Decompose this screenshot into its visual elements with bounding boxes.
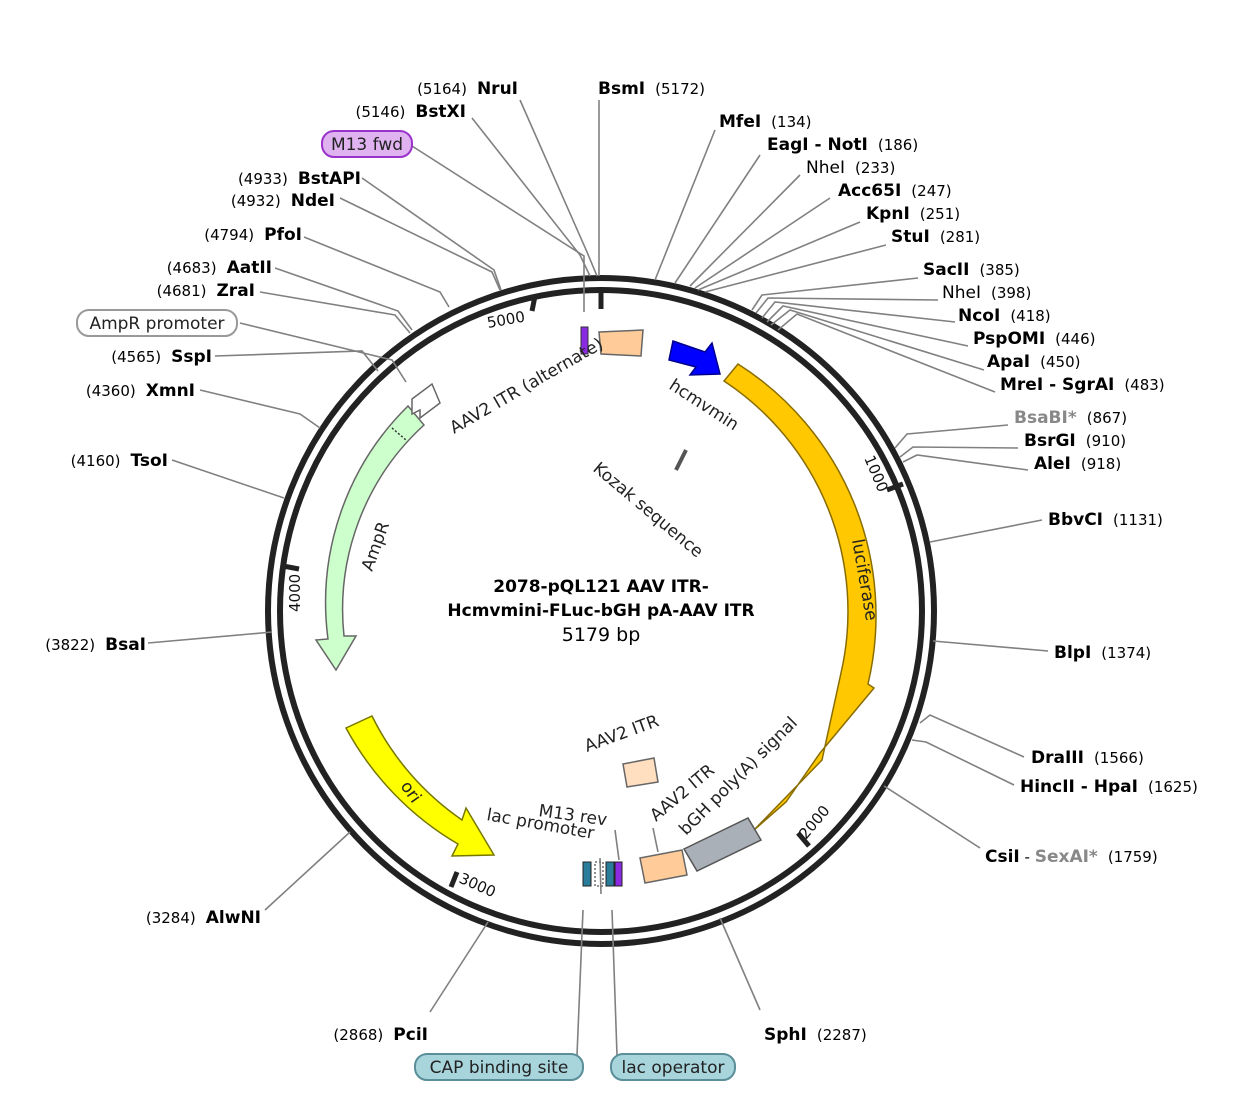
boxed-labels: M13 fwd AmpR promoter CAP binding site l… (76, 130, 736, 1081)
feature-hcmvmin[interactable] (668, 340, 721, 376)
site-bsrgi[interactable]: BsrGI(910) (1024, 431, 1126, 451)
svg-text:M13 fwd: M13 fwd (331, 135, 403, 155)
feature-cap-site[interactable] (582, 861, 592, 887)
site-bsmi[interactable]: BsmI(5172) (598, 79, 705, 99)
tick-1000 (886, 481, 904, 493)
tick-label-4000: 4000 (286, 574, 304, 612)
feature-label-kozak: Kozak sequence (589, 459, 707, 563)
site-mfei[interactable]: MfeI(134) (719, 112, 812, 132)
site-pspomi[interactable]: PspOMI(446) (973, 329, 1096, 349)
site-xmni[interactable]: (4360)XmnI (86, 381, 195, 401)
plasmid-backbone (265, 275, 937, 947)
site-sphi[interactable]: SphI(2287) (764, 1025, 867, 1045)
tick-5000 (529, 295, 538, 312)
feature-m13-rev[interactable] (614, 861, 623, 887)
svg-text:lac operator: lac operator (621, 1058, 724, 1078)
site-nhei-233[interactable]: NheI(233) (806, 158, 895, 178)
site-sspi[interactable]: (4565)SspI (111, 347, 212, 367)
site-alei[interactable]: AleI(918) (1034, 454, 1121, 474)
site-acc65i[interactable]: Acc65I(247) (838, 181, 952, 201)
site-leaders (147, 99, 1049, 1056)
feature-lac-promoter[interactable] (594, 861, 604, 887)
feature-luciferase[interactable] (722, 363, 877, 831)
map-title-line2: Hcmvmini-FLuc-bGH pA-AAV ITR (447, 601, 754, 621)
feature-ampr-promoter[interactable] (411, 382, 441, 420)
feature-kozak[interactable] (674, 449, 688, 471)
tick-label-1000: 1000 (860, 453, 891, 495)
label-cap-binding-site[interactable]: CAP binding site (414, 1053, 584, 1081)
site-pfoi[interactable]: (4794)PfoI (204, 225, 302, 245)
label-lac-operator[interactable]: lac operator (610, 1053, 736, 1081)
feature-lac-operator[interactable] (605, 861, 615, 887)
label-ampr-promoter[interactable]: AmpR promoter (76, 309, 238, 337)
bp-ticks (282, 291, 904, 888)
site-blpi[interactable]: BlpI(1374) (1054, 643, 1151, 663)
leader-lacprom (599, 857, 602, 895)
site-alwni[interactable]: (3284)AlwNI (146, 908, 261, 928)
site-csii-sexai[interactable]: CsiI - SexAI*(1759) (985, 847, 1158, 867)
tick-label-3000: 3000 (456, 869, 498, 901)
feature-aav2-itr-alternate[interactable] (598, 329, 644, 357)
site-zrai[interactable]: (4681)ZraI (157, 281, 255, 301)
site-bsai[interactable]: (3822)BsaI (45, 635, 146, 655)
site-bsabi[interactable]: BsaBI*(867) (1014, 408, 1127, 428)
feature-bgh-polya[interactable] (682, 817, 763, 872)
features (314, 326, 877, 887)
site-ncoi[interactable]: NcoI(418) (958, 306, 1051, 326)
site-eagi-noti[interactable]: EagI - NotI(186) (767, 135, 918, 155)
map-length: 5179 bp (562, 624, 641, 646)
site-draiii[interactable]: DraIII(1566) (1031, 748, 1144, 768)
site-apai[interactable]: ApaI(450) (987, 352, 1080, 372)
site-tsoi[interactable]: (4160)TsoI (71, 451, 168, 471)
tick-3000 (448, 871, 460, 888)
feature-label-ampr: AmpR (358, 519, 394, 574)
leader-aav2-bottom (652, 827, 659, 853)
site-sacii[interactable]: SacII(385) (923, 260, 1020, 280)
feature-label-aav2-itr-alt: AAV2 ITR (alternate) (447, 334, 607, 438)
site-aatii[interactable]: (4683)AatII (167, 258, 272, 278)
tick-2000 (796, 831, 811, 848)
site-bbvci[interactable]: BbvCI(1131) (1048, 510, 1163, 530)
leader-m13rev (614, 829, 620, 861)
site-ndei[interactable]: (4932)NdeI (231, 191, 335, 211)
site-nrui[interactable]: (5164)NruI (417, 79, 518, 99)
site-stui[interactable]: StuI(281) (891, 227, 980, 247)
feature-ampr[interactable] (314, 404, 426, 672)
label-m13-fwd[interactable]: M13 fwd (321, 130, 413, 158)
site-labels: (5164)NruI BsmI(5172) (5146)BstXI MfeI(1… (45, 79, 1198, 1045)
feature-aav2-itr-center[interactable] (622, 757, 659, 788)
site-bstapi[interactable]: (4933)BstAPI (238, 169, 361, 189)
site-bstxi[interactable]: (5146)BstXI (355, 102, 466, 122)
site-hincii-hpai[interactable]: HincII - HpaI(1625) (1020, 777, 1198, 797)
feature-label-aav2-itr-center: AAV2 ITR (582, 711, 662, 756)
site-nhei-398[interactable]: NheI(398) (942, 283, 1031, 303)
site-kpni[interactable]: KpnI(251) (866, 204, 960, 224)
svg-text:AmpR promoter: AmpR promoter (89, 314, 224, 334)
feature-aav2-itr-bottom[interactable] (639, 849, 688, 884)
tick-4000 (282, 563, 300, 572)
site-pcii[interactable]: (2868)PciI (333, 1025, 428, 1045)
map-title-line1: 2078-pQL121 AAV ITR- (493, 577, 709, 597)
ampr-dash (391, 427, 407, 441)
feature-ori[interactable] (344, 715, 496, 857)
svg-text:CAP binding site: CAP binding site (430, 1058, 569, 1078)
feature-m13-fwd-marker[interactable] (580, 326, 589, 355)
site-mrei-sgrai[interactable]: MreI - SgrAI(483) (1000, 375, 1165, 395)
